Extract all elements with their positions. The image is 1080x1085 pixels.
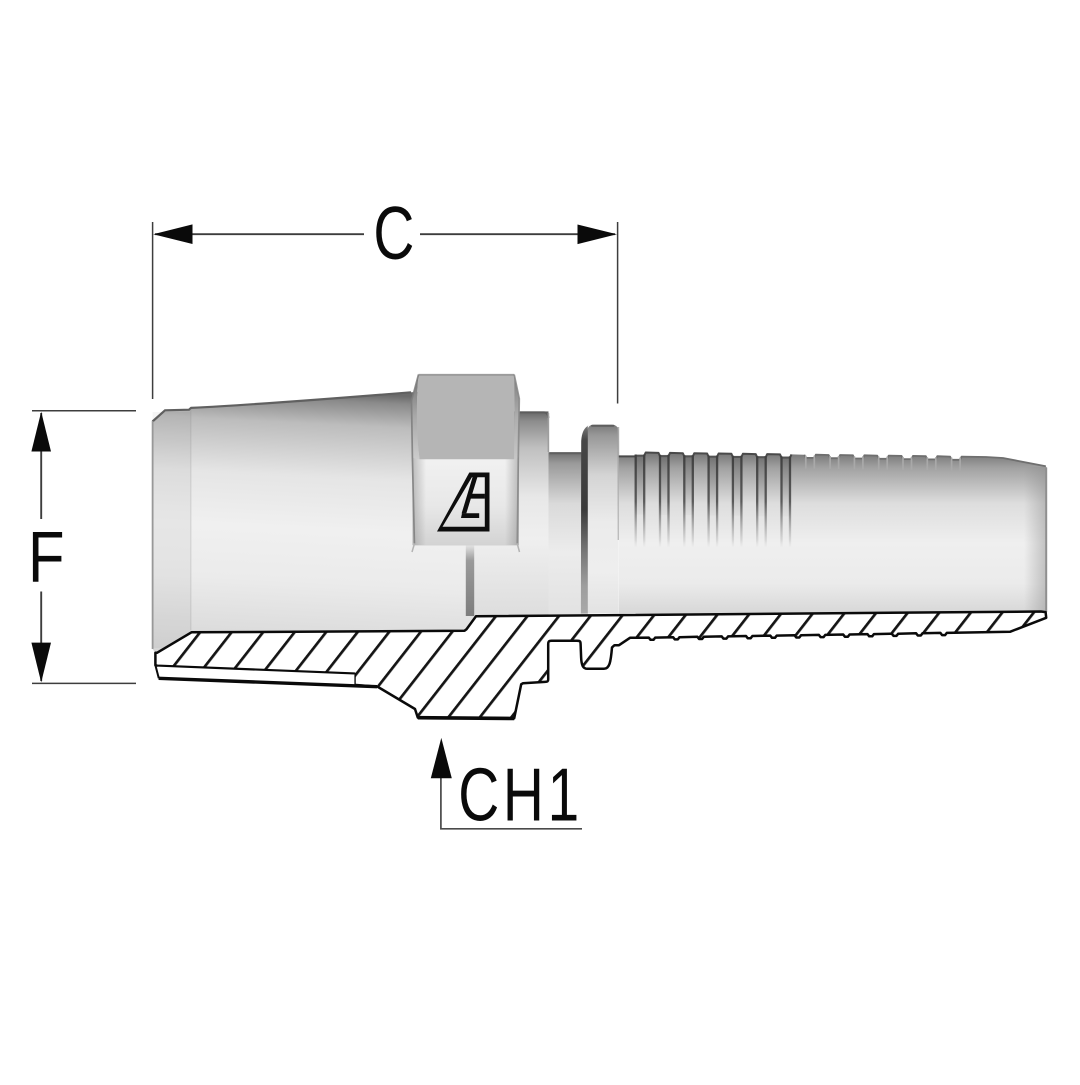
svg-text:CH1: CH1 bbox=[458, 754, 583, 837]
svg-text:F: F bbox=[28, 517, 65, 598]
svg-text:C: C bbox=[373, 192, 414, 275]
